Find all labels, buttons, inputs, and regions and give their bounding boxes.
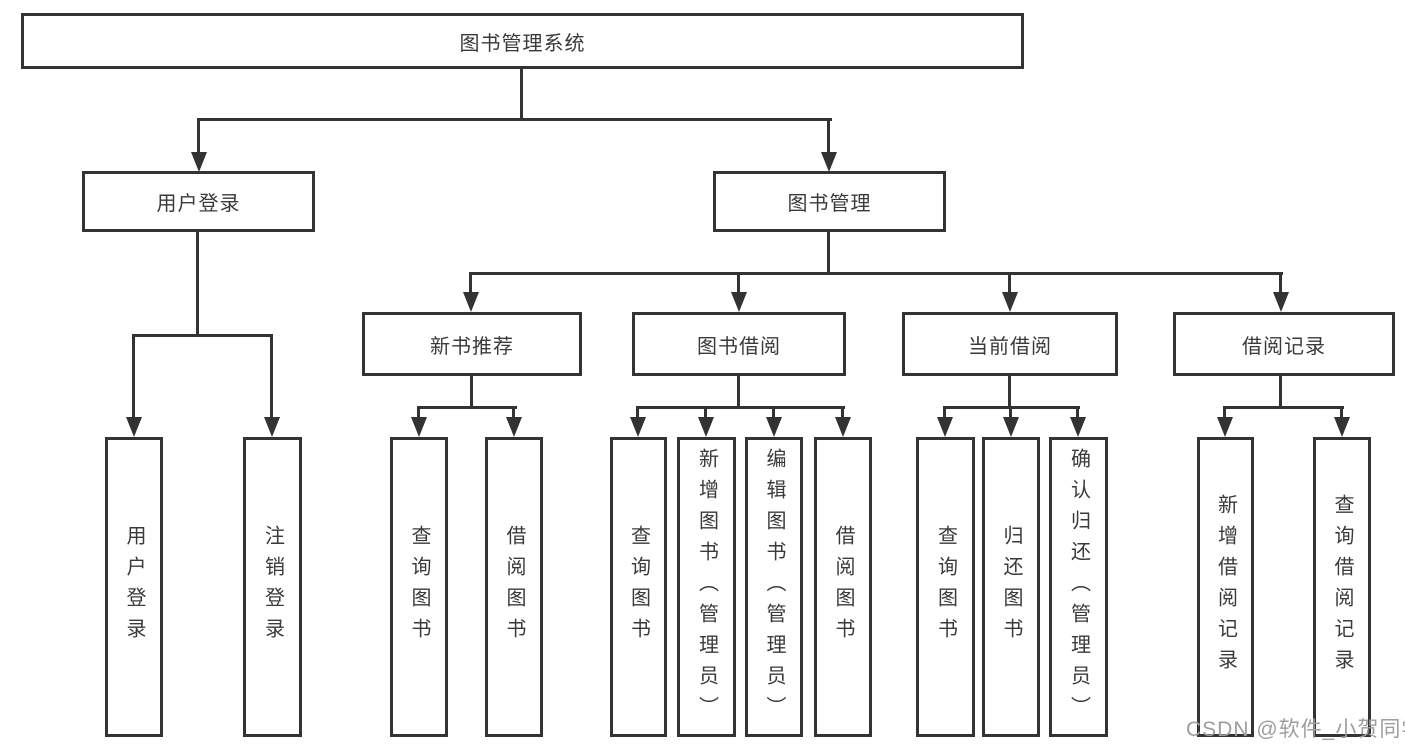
- leaf-add-book-admin: 新增图书（管理员）: [677, 437, 736, 737]
- connector-arrowhead: [1002, 292, 1018, 312]
- connector: [1009, 406, 1012, 419]
- connector: [1008, 373, 1011, 409]
- connector: [469, 272, 472, 294]
- leaf-query-books: 查询图书: [916, 437, 975, 737]
- connector-arrowhead: [821, 152, 837, 172]
- connector: [270, 334, 273, 419]
- connector: [417, 406, 517, 409]
- connector: [1223, 406, 1344, 409]
- connector-arrowhead: [835, 417, 851, 437]
- connector: [636, 406, 639, 419]
- leaf-add-borrow-record: 新增借阅记录: [1197, 437, 1254, 737]
- leaf-logout: 注销登录: [243, 437, 302, 737]
- connector: [132, 334, 273, 337]
- leaf-user-login: 用户登录: [105, 437, 163, 737]
- leaf-borrow-books: 借阅图书: [485, 437, 543, 737]
- connector: [1340, 406, 1343, 419]
- connector: [827, 229, 830, 275]
- node-book-borrow: 图书借阅: [632, 312, 846, 376]
- leaf-borrow-books: 借阅图书: [814, 437, 872, 737]
- connector: [772, 406, 775, 419]
- connector: [1279, 373, 1282, 409]
- connector-arrowhead: [766, 417, 782, 437]
- node-root: 图书管理系统: [21, 13, 1024, 69]
- connector-arrowhead: [191, 152, 207, 172]
- connector: [196, 229, 199, 337]
- connector-arrowhead: [1070, 417, 1086, 437]
- connector: [132, 334, 135, 419]
- connector: [199, 118, 832, 121]
- leaf-query-books: 查询图书: [610, 437, 667, 737]
- connector-arrowhead: [698, 417, 714, 437]
- node-user-login: 用户登录: [82, 171, 315, 232]
- connector-arrowhead: [630, 417, 646, 437]
- connector: [1223, 406, 1226, 419]
- connector: [943, 406, 946, 419]
- connector-arrowhead: [506, 417, 522, 437]
- connector: [1076, 406, 1079, 419]
- leaf-return-book: 归还图书: [982, 437, 1040, 737]
- connector-arrowhead: [463, 292, 479, 312]
- connector: [469, 272, 1283, 275]
- connector: [417, 406, 420, 419]
- connector: [1279, 272, 1282, 294]
- node-current-borrow: 当前借阅: [902, 312, 1118, 376]
- connector: [636, 406, 845, 409]
- connector-arrowhead: [937, 417, 953, 437]
- connector-arrowhead: [1273, 292, 1289, 312]
- connector-arrowhead: [126, 417, 142, 437]
- watermark: CSDN @软件_小贺同学: [1186, 718, 1405, 741]
- connector-arrowhead: [1003, 417, 1019, 437]
- leaf-query-books: 查询图书: [390, 437, 448, 737]
- connector: [1008, 272, 1011, 294]
- leaf-edit-book-admin: 编辑图书（管理员）: [745, 437, 803, 737]
- node-borrow-records: 借阅记录: [1173, 312, 1395, 376]
- connector: [520, 69, 523, 121]
- connector-arrowhead: [1217, 417, 1233, 437]
- connector-arrowhead: [264, 417, 280, 437]
- connector-arrowhead: [1334, 417, 1350, 437]
- connector: [827, 118, 830, 154]
- connector: [470, 373, 473, 409]
- connector-arrowhead: [731, 292, 747, 312]
- connector: [841, 406, 844, 419]
- node-new-book-rec: 新书推荐: [362, 312, 582, 376]
- connector: [737, 272, 740, 294]
- node-book-mgmt: 图书管理: [713, 171, 946, 232]
- connector-arrowhead: [411, 417, 427, 437]
- connector: [737, 373, 740, 409]
- connector: [704, 406, 707, 419]
- connector: [197, 118, 200, 154]
- leaf-query-borrow-record: 查询借阅记录: [1313, 437, 1371, 737]
- connector: [512, 406, 515, 419]
- leaf-confirm-return-admin: 确认归还（管理员）: [1049, 437, 1108, 737]
